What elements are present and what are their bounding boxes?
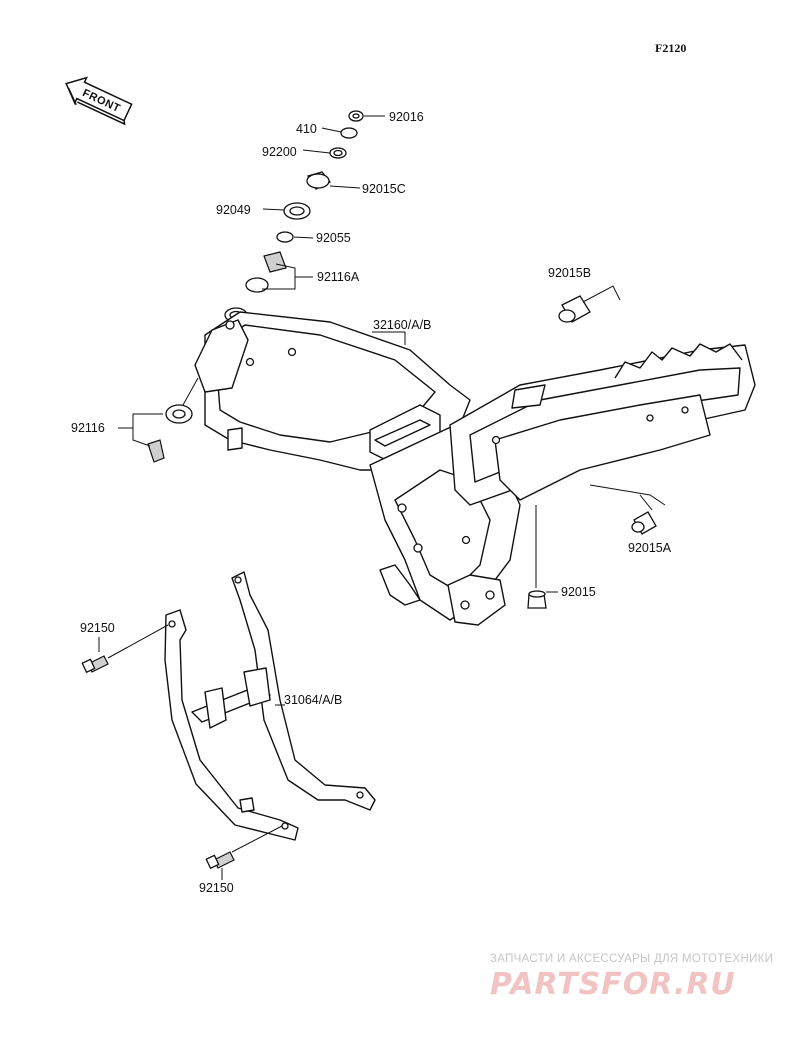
watermark-tagline: ЗАПЧАСТИ И АКСЕССУАРЫ ДЛЯ МОТОТЕХНИКИ [490,953,773,965]
watermark-logo: PARTSFOR.RU [490,967,736,1002]
bolt-92150-top [81,655,109,674]
leader-lines-stack [262,115,385,290]
rubber-cap-92015 [527,590,547,609]
label-92049: 92049 [216,203,251,217]
figure-code: F2120 [655,41,686,55]
steering-stem-stack [224,110,364,323]
label-92015a: 92015A [628,541,672,555]
label-92200: 92200 [262,145,297,159]
label-410: 410 [296,122,317,136]
rubber-cap-92015a [631,511,657,535]
label-92015c: 92015C [362,182,406,196]
label-31064: 31064/A/B [284,693,342,707]
label-92015: 92015 [561,585,596,599]
label-92150-bottom: 92150 [199,881,234,895]
label-92055: 92055 [316,231,351,245]
label-92150-top: 92150 [80,621,115,635]
label-92116a: 92116A [317,270,360,284]
front-direction-arrow: FRONT [65,76,133,126]
lower-steering-bearing [147,377,199,463]
main-frame [194,311,756,626]
down-tube-assembly [164,571,376,841]
label-92116: 92116 [71,421,105,435]
label-92015b: 92015B [548,266,591,280]
bolt-92150-bottom [205,851,235,870]
rubber-cap-92015b [558,295,591,323]
label-92016: 92016 [389,110,424,124]
label-32160: 32160/A/B [373,318,431,332]
